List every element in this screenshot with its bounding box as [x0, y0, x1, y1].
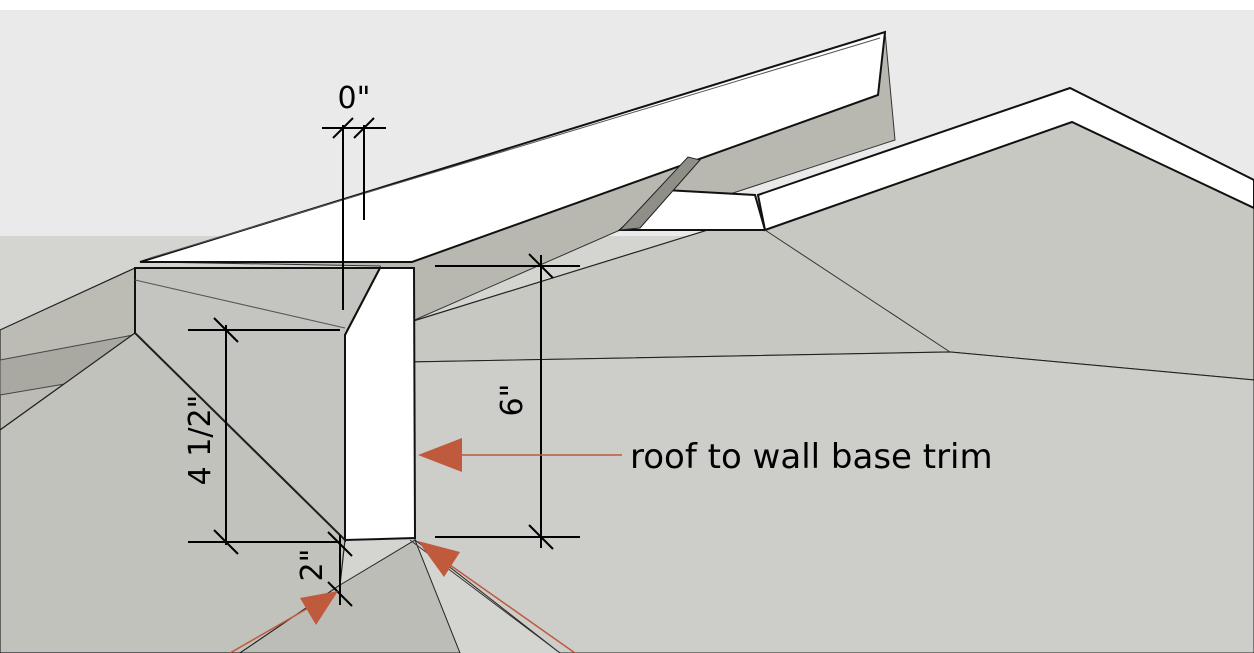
callout-arrow-main — [418, 438, 622, 472]
callout-label: roof to wall base trim — [630, 437, 993, 477]
lower-roof-surface — [409, 351, 1254, 653]
callout-arrow-lower-left — [229, 591, 338, 653]
support-strut — [618, 156, 701, 231]
callout-arrow-lower-right — [418, 541, 576, 653]
dimension-left-height — [188, 317, 340, 555]
dimension-right-height — [435, 253, 580, 550]
dimension-bottom-offset-label: 2" — [295, 549, 330, 582]
lower-middle-face — [239, 539, 461, 653]
dimension-left-height-label: 4 1/2" — [183, 395, 218, 486]
base-trim-front-face — [344, 267, 417, 542]
dimension-bottom-offset — [327, 531, 353, 607]
dimension-top-gap-label: 0" — [338, 81, 371, 116]
dimension-right-height-label: 6" — [495, 384, 530, 417]
dimension-top-gap — [322, 117, 386, 310]
